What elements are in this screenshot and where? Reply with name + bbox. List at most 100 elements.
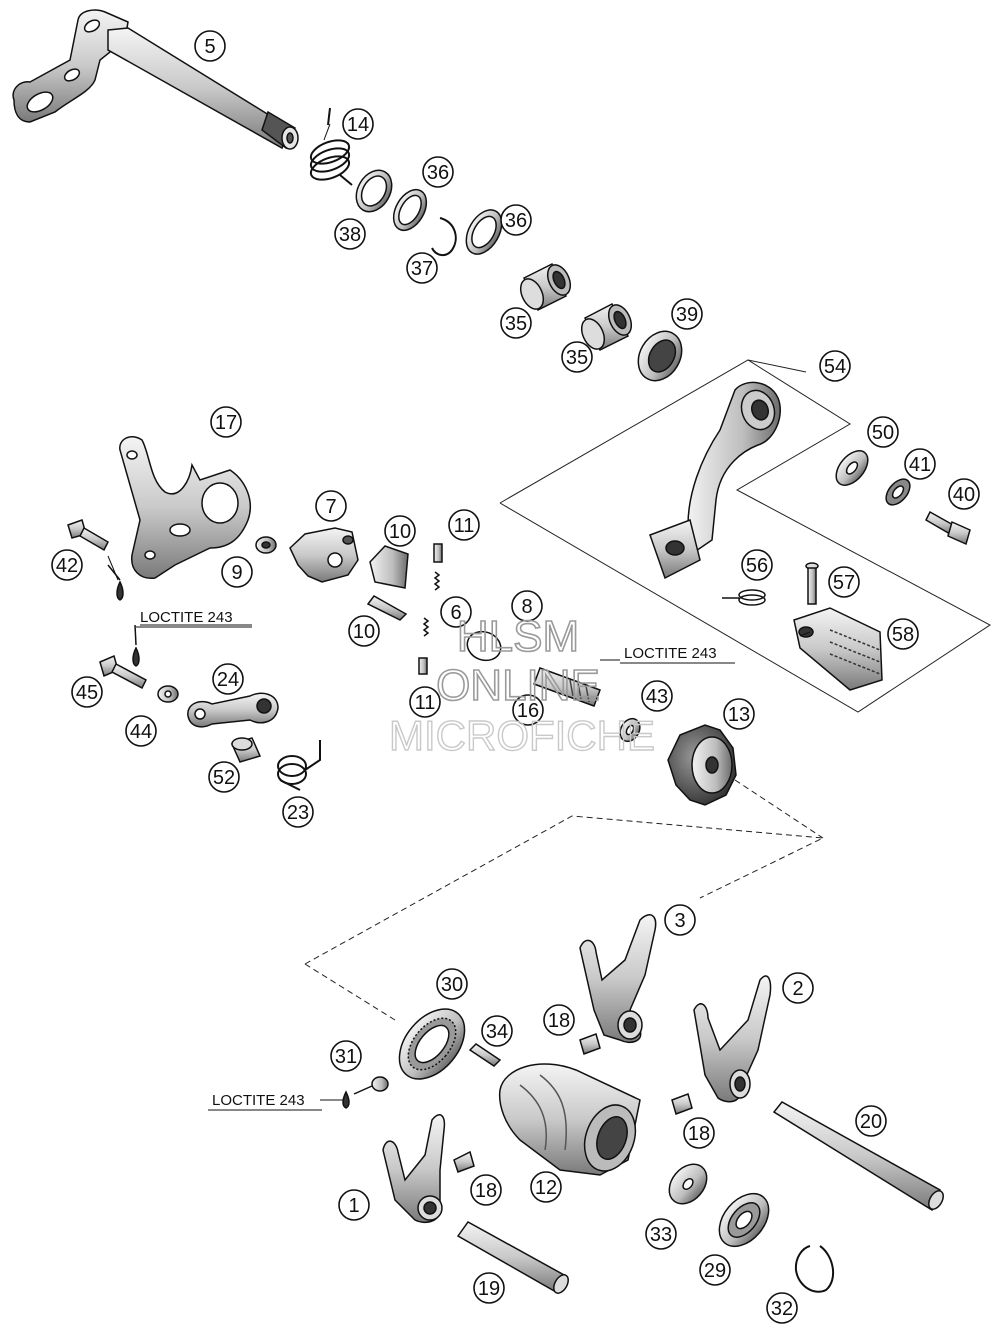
washer-50-part bbox=[835, 450, 869, 486]
callout-guide-10[interactable]: 10 bbox=[384, 515, 416, 547]
callout-number: 11 bbox=[454, 515, 475, 537]
callout-circle bbox=[741, 549, 773, 581]
callout-guide-plate-17[interactable]: 17 bbox=[210, 406, 242, 438]
callout-pin-34[interactable]: 34 bbox=[481, 1015, 513, 1047]
callout-shift-shaft-5[interactable]: 5 bbox=[194, 30, 226, 62]
callout-washer-43[interactable]: 43 bbox=[641, 680, 673, 712]
callout-circle bbox=[330, 1040, 362, 1072]
spring-14-part bbox=[309, 107, 353, 186]
callout-shift-drum-locating-13[interactable]: 13 bbox=[723, 698, 755, 730]
callout-shift-tip-58[interactable]: 58 bbox=[887, 618, 919, 650]
callout-roller-52[interactable]: 52 bbox=[208, 761, 240, 793]
callout-pin-11[interactable]: 11 bbox=[448, 509, 480, 541]
callout-number: 40 bbox=[953, 484, 975, 506]
callout-spring-8[interactable]: 8 bbox=[511, 590, 543, 622]
callout-screw-40[interactable]: 40 bbox=[948, 478, 980, 510]
callout-number: 45 bbox=[76, 682, 98, 704]
callout-screw-31[interactable]: 31 bbox=[330, 1040, 362, 1072]
callout-washer-33[interactable]: 33 bbox=[645, 1218, 677, 1250]
callout-ball-bearing-29[interactable]: 29 bbox=[699, 1254, 731, 1286]
callout-circle bbox=[561, 341, 593, 373]
callout-circle bbox=[481, 1015, 513, 1047]
shift-fork-1-part bbox=[382, 1114, 446, 1223]
callout-guide-10[interactable]: 10 bbox=[348, 615, 380, 647]
drum-dashed-link bbox=[304, 815, 825, 965]
callout-number: 24 bbox=[217, 669, 239, 691]
pin-34-part bbox=[468, 1043, 502, 1067]
callout-washer-36[interactable]: 36 bbox=[422, 156, 454, 188]
callout-lock-washer-41[interactable]: 41 bbox=[904, 448, 936, 480]
callout-circle bbox=[683, 1117, 715, 1149]
callout-circle bbox=[500, 307, 532, 339]
callout-circle bbox=[543, 1004, 575, 1036]
callout-washer-50[interactable]: 50 bbox=[867, 416, 899, 448]
callout-circle bbox=[904, 448, 936, 480]
callout-shift-drum-12[interactable]: 12 bbox=[530, 1171, 562, 1203]
circlip-32-part bbox=[794, 1245, 835, 1293]
callout-screw-45[interactable]: 45 bbox=[71, 676, 103, 708]
callout-roller-18[interactable]: 18 bbox=[543, 1004, 575, 1036]
callout-roller-18[interactable]: 18 bbox=[470, 1174, 502, 1206]
callout-circle bbox=[473, 1272, 505, 1304]
pin-16-part bbox=[533, 667, 601, 707]
callout-shaft-seal-39[interactable]: 39 bbox=[671, 298, 703, 330]
callout-washer-38[interactable]: 38 bbox=[334, 218, 366, 250]
callout-circle bbox=[699, 1254, 731, 1286]
callout-circlip-37[interactable]: 37 bbox=[406, 252, 438, 284]
callout-washer-36[interactable]: 36 bbox=[500, 204, 532, 236]
callout-spring-56[interactable]: 56 bbox=[741, 549, 773, 581]
callout-shift-pawl-7[interactable]: 7 bbox=[315, 490, 347, 522]
callout-circle bbox=[348, 615, 380, 647]
callout-pin-16[interactable]: 16 bbox=[512, 694, 544, 726]
callout-circle bbox=[819, 350, 851, 382]
guide-10b-part bbox=[366, 595, 408, 621]
callout-shift-fork-2[interactable]: 2 bbox=[782, 972, 814, 1004]
callout-shift-fork-1[interactable]: 1 bbox=[338, 1189, 370, 1221]
callout-spring-14[interactable]: 14 bbox=[342, 108, 374, 140]
callout-number: 29 bbox=[704, 1260, 726, 1282]
callout-washer-44[interactable]: 44 bbox=[125, 715, 157, 747]
callout-ball-bearing-30[interactable]: 30 bbox=[436, 968, 468, 1000]
callout-pin-11[interactable]: 11 bbox=[409, 686, 441, 718]
watermark-line-3: MICROFICHE bbox=[389, 712, 655, 759]
callout-shift-rail-20[interactable]: 20 bbox=[855, 1105, 887, 1137]
callout-circle bbox=[470, 1174, 502, 1206]
loctite-label-2: LOCTITE 243 bbox=[624, 645, 717, 662]
callout-circlip-32[interactable]: 32 bbox=[766, 1292, 798, 1324]
ball-bearing-30-part bbox=[398, 1008, 466, 1080]
circlip-37-part bbox=[431, 217, 457, 256]
callout-pin-57[interactable]: 57 bbox=[828, 566, 860, 598]
callout-number: 6 bbox=[450, 602, 461, 624]
callout-spring-6[interactable]: 6 bbox=[440, 596, 472, 628]
callout-circle bbox=[855, 1105, 887, 1137]
shift-rail-19-part bbox=[456, 1221, 569, 1294]
callout-needle-bearing-35[interactable]: 35 bbox=[561, 341, 593, 373]
callout-number: 18 bbox=[688, 1123, 710, 1145]
callout-number: 3 bbox=[674, 910, 685, 932]
callout-screw-42[interactable]: 42 bbox=[51, 549, 83, 581]
callout-shift-fork-3[interactable]: 3 bbox=[664, 904, 696, 936]
callout-number: 33 bbox=[650, 1224, 672, 1246]
callout-locking-lever-24[interactable]: 24 bbox=[212, 663, 244, 695]
callout-shift-rail-19[interactable]: 19 bbox=[473, 1272, 505, 1304]
callout-number: 54 bbox=[824, 356, 846, 378]
washer-33-part bbox=[668, 1163, 708, 1205]
callout-circle bbox=[511, 590, 543, 622]
callout-number: 36 bbox=[505, 210, 527, 232]
callout-circle bbox=[782, 972, 814, 1004]
callout-bushing-9[interactable]: 9 bbox=[221, 556, 253, 588]
callout-circle bbox=[125, 715, 157, 747]
outlines bbox=[304, 359, 991, 1021]
loctite-label-1: LOCTITE 243 bbox=[140, 609, 233, 626]
callout-shift-lever-assembly-54[interactable]: 54 bbox=[819, 350, 851, 382]
callout-number: 39 bbox=[676, 304, 698, 326]
callout-needle-bearing-35[interactable]: 35 bbox=[500, 307, 532, 339]
callout-spring-23[interactable]: 23 bbox=[282, 796, 314, 828]
shift-lever-54-part bbox=[649, 381, 781, 580]
callout-number: 12 bbox=[535, 1177, 557, 1199]
callout-roller-18[interactable]: 18 bbox=[683, 1117, 715, 1149]
watermark: HLSM ONLINE MICROFICHE bbox=[388, 611, 655, 760]
shift-shaft-part bbox=[12, 9, 299, 150]
